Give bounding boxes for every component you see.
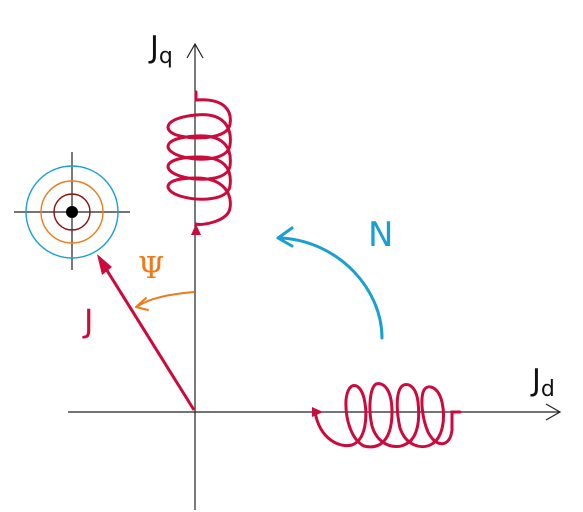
- q-axis-label: Jq: [148, 30, 173, 69]
- concentric-circles-crosshair-icon: [14, 152, 130, 270]
- d-axis-label: Jd: [530, 363, 555, 402]
- j-vector: [97, 254, 196, 411]
- coil-spring-horizontal-icon: [312, 382, 462, 449]
- rotation-arrow: [276, 226, 384, 340]
- coil-horizontal-arrowhead: [312, 407, 323, 417]
- rotation-arrowhead: [276, 226, 294, 248]
- psi-angle-arrow: [135, 291, 195, 311]
- psi-arrowhead: [135, 297, 149, 311]
- psi-label: Ψ: [138, 251, 164, 286]
- d-axis-arrowhead: [545, 403, 562, 421]
- q-axis-arrowhead: [186, 42, 204, 59]
- j-label: J: [82, 302, 93, 340]
- j-vector-arrowhead: [97, 254, 112, 275]
- coil-vertical-arrowhead: [191, 224, 201, 235]
- coil-spring-vertical-icon: [166, 90, 232, 235]
- n-label: N: [368, 215, 393, 255]
